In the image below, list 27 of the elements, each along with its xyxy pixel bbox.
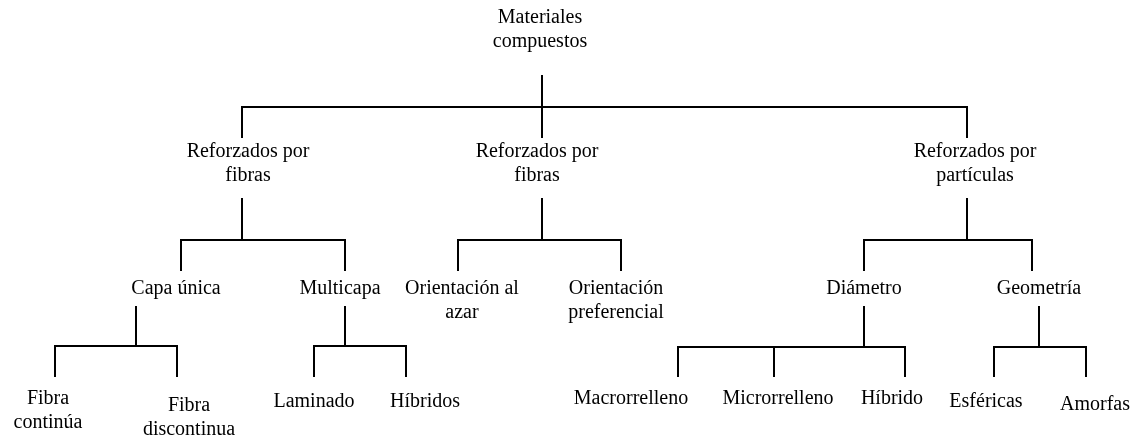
node-label: Microrrelleno xyxy=(722,385,834,409)
tree-connector xyxy=(135,305,178,378)
node-label: Reforzados por fibras xyxy=(474,138,600,186)
tree-connector xyxy=(344,305,407,378)
node-label: Esféricas xyxy=(949,388,1023,412)
node-label: Materiales compuestos xyxy=(491,4,589,52)
node-label: Macrorrelleno xyxy=(573,385,689,409)
node-label: Fibra discontinua xyxy=(141,392,237,435)
tree-connector xyxy=(1038,305,1087,378)
node-label: Reforzados por fibras xyxy=(185,138,311,186)
node-label: Orientación al azar xyxy=(404,275,520,323)
node-label: Fibra continúa xyxy=(12,385,84,433)
node-label: Multicapa xyxy=(299,275,381,299)
node-label: Reforzados por partículas xyxy=(912,138,1038,186)
node-label: Orientación preferencial xyxy=(567,275,665,323)
node-label: Amorfas xyxy=(1060,391,1130,415)
tree-connector xyxy=(966,197,1033,272)
tree-connector xyxy=(241,197,346,272)
node-label: Híbrido xyxy=(860,385,924,409)
node-label: Híbridos xyxy=(390,388,460,412)
node-label: Capa única xyxy=(131,275,221,299)
node-label: Geometría xyxy=(996,275,1082,299)
tree-connector xyxy=(541,197,622,272)
node-label: Diámetro xyxy=(826,275,902,299)
tree-connector xyxy=(863,305,906,378)
node-label: Laminado xyxy=(273,388,355,412)
tree-connector xyxy=(541,74,968,139)
